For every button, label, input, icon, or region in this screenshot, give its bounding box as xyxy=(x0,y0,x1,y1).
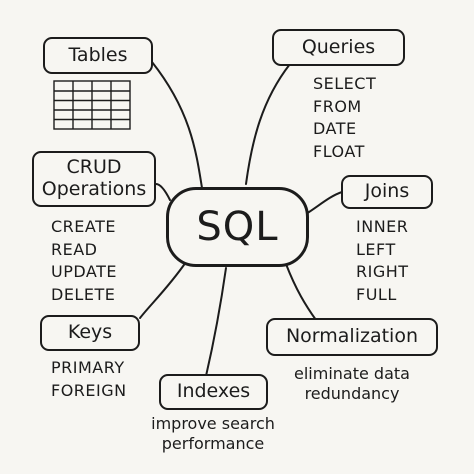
indexes-node: Indexes xyxy=(159,374,268,410)
crud-node: CRUD Operations xyxy=(32,151,156,207)
link-normalization xyxy=(285,263,317,321)
keys-node: Keys xyxy=(40,315,140,351)
sql-center-node: SQL xyxy=(166,187,309,267)
queries-node: Queries xyxy=(272,29,405,66)
link-indexes xyxy=(205,267,227,377)
queries-item: SELECT xyxy=(313,74,377,93)
table-grid-icon xyxy=(53,80,131,130)
crud-label-line1: CRUD xyxy=(66,156,122,179)
crud-items: CREATE READ UPDATE DELETE xyxy=(51,216,117,306)
link-keys xyxy=(139,261,187,319)
link-tables xyxy=(151,61,203,189)
sql-label: SQL xyxy=(196,204,279,250)
indexes-note: improve search performance xyxy=(133,414,293,454)
indexes-note-line2: performance xyxy=(161,434,265,453)
keys-items: PRIMARY FOREIGN xyxy=(51,357,127,402)
joins-item: RIGHT xyxy=(356,262,409,281)
joins-item: INNER xyxy=(356,217,409,236)
crud-label-line2: Operations xyxy=(41,178,147,200)
crud-item: CREATE xyxy=(51,217,116,236)
normalization-label: Normalization xyxy=(285,325,419,348)
joins-items: INNER LEFT RIGHT FULL xyxy=(356,216,409,306)
joins-node: Joins xyxy=(341,175,433,209)
link-joins xyxy=(305,191,343,215)
indexes-label: Indexes xyxy=(176,380,251,403)
queries-label: Queries xyxy=(301,35,376,58)
keys-item: PRIMARY xyxy=(51,358,125,377)
keys-item: FOREIGN xyxy=(51,380,127,400)
queries-item: FLOAT xyxy=(313,141,365,161)
crud-item: UPDATE xyxy=(51,262,117,281)
normalization-note-line1: eliminate data xyxy=(294,364,410,383)
normalization-note-line2: redundancy xyxy=(304,384,400,403)
joins-label: Joins xyxy=(364,180,410,203)
link-crud xyxy=(155,183,171,201)
indexes-note-line1: improve search xyxy=(151,414,275,433)
tables-node: Tables xyxy=(43,37,153,74)
joins-item: FULL xyxy=(356,284,397,304)
link-queries xyxy=(245,63,291,185)
queries-item: DATE xyxy=(313,119,357,138)
joins-item: LEFT xyxy=(356,239,396,259)
tables-label: Tables xyxy=(68,43,128,66)
normalization-node: Normalization xyxy=(266,318,438,356)
keys-label: Keys xyxy=(67,321,113,344)
normalization-note: eliminate data redundancy xyxy=(272,364,432,404)
queries-items: SELECT FROM DATE FLOAT xyxy=(313,73,376,163)
queries-item: FROM xyxy=(313,96,362,116)
crud-item: READ xyxy=(51,239,98,259)
crud-item: DELETE xyxy=(51,284,116,304)
